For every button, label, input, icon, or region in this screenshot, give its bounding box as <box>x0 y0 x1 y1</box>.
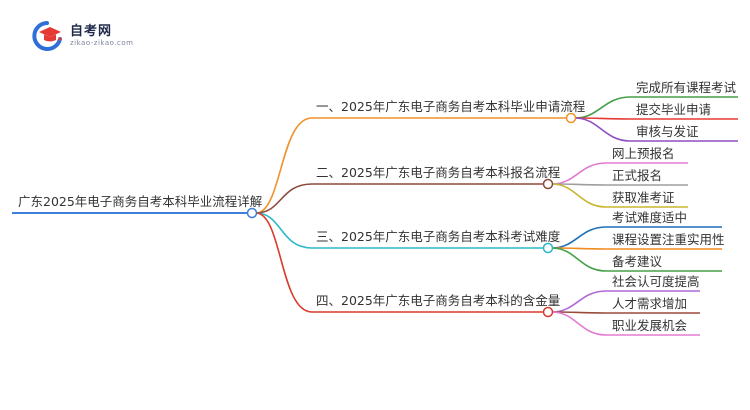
root-node[interactable] <box>246 207 258 219</box>
branch-1-node[interactable] <box>565 112 577 124</box>
branch-2-leaf-1: 网上预报名 <box>612 146 675 161</box>
branch-4-leaf-1: 社会认可度提高 <box>612 274 700 289</box>
root-label: 广东2025年电子商务自考本科毕业流程详解 <box>18 194 262 209</box>
connector-layer <box>255 96 738 336</box>
branch-3-curve <box>255 212 313 249</box>
branch-3-leaf-1: 考试难度适中 <box>612 210 687 225</box>
branch-2-leaf-2-connector <box>551 183 688 186</box>
branch-2-curve <box>255 183 313 214</box>
branch-2-leaf-2: 正式报名 <box>612 168 662 183</box>
branch-1-leaf-2: 提交毕业申请 <box>636 102 711 117</box>
branch-3-leaf-2-connector <box>551 247 722 250</box>
branch-4-leaf-2-connector <box>551 311 700 314</box>
branch-2-leaf-3-connector <box>551 183 688 208</box>
logo-domain: zikao-zikao.com <box>70 39 134 47</box>
branch-4-leaf-2: 人才需求增加 <box>612 296 687 311</box>
logo-title: 自考网 <box>70 24 113 39</box>
branch-2-leaf-3: 获取准考证 <box>612 190 675 205</box>
graduation-cap-logo-icon <box>32 21 62 51</box>
branch-4-node[interactable] <box>542 306 554 318</box>
branch-1-leaf-1: 完成所有课程考试 <box>636 80 737 95</box>
site-logo[interactable]: 自考网 zikao-zikao.com <box>30 18 140 56</box>
branch-2-label: 二、2025年广东电子商务自考本科报名流程 <box>316 165 561 180</box>
branch-2-node[interactable] <box>542 178 554 190</box>
branch-1-leaf-2-connector <box>574 117 738 120</box>
branch-3-node[interactable] <box>542 242 554 254</box>
branch-4-label: 四、2025年广东电子商务自考本科的含金量 <box>316 293 560 308</box>
branch-4-curve <box>255 212 313 313</box>
branch-4-leaf-3: 职业发展机会 <box>612 318 688 333</box>
branch-3-leaf-2: 课程设置注重实用性 <box>612 232 725 247</box>
branch-3-label: 三、2025年广东电子商务自考本科考试难度 <box>316 229 561 244</box>
branch-1-curve <box>255 117 313 214</box>
branch-1-leaf-3: 审核与发证 <box>636 124 699 139</box>
branch-3-leaf-3-connector <box>551 247 722 272</box>
branch-1-leaf-3-connector <box>574 117 738 142</box>
branch-1-label: 一、2025年广东电子商务自考本科毕业申请流程 <box>316 99 586 114</box>
branch-3-leaf-3: 备考建议 <box>612 254 663 269</box>
branch-4-leaf-3-connector <box>551 311 700 336</box>
